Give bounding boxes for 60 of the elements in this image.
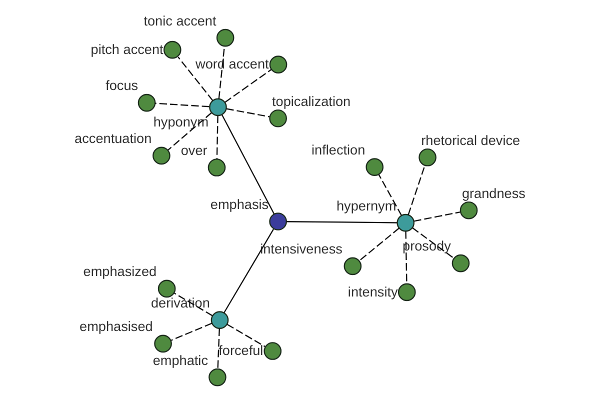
node-label: word accent [196, 56, 269, 72]
connector [224, 68, 272, 103]
node-label: emphatic [152, 352, 208, 368]
node-label: rhetorical device [421, 132, 520, 148]
node-circle [269, 212, 287, 230]
node-label: emphasized [83, 264, 157, 280]
node-label: accentuation [74, 131, 152, 146]
node-label: pitch accent [90, 42, 164, 57]
connector [167, 112, 212, 151]
node-circle [269, 56, 288, 74]
node-circle [210, 311, 229, 329]
node-label: intensity [348, 284, 398, 300]
node-circle [208, 158, 226, 176]
node-label: intensiveness [260, 242, 342, 257]
node-label: derivation [150, 296, 210, 311]
connector [221, 114, 275, 214]
node-label: over [180, 142, 208, 158]
node-circle [398, 283, 416, 302]
connector [217, 328, 220, 369]
node-circle [209, 98, 227, 116]
connector [226, 108, 270, 118]
node-circle [154, 334, 172, 353]
node-circle [158, 280, 176, 298]
node-circle [460, 201, 478, 220]
connector [224, 228, 274, 313]
connector [155, 102, 210, 108]
connector [174, 292, 213, 316]
node-label: focus [106, 78, 138, 94]
node-circle [269, 109, 287, 128]
connector [414, 211, 460, 222]
node-label: forceful [218, 343, 264, 358]
connector [286, 220, 398, 224]
node-label: hyponym [153, 114, 209, 130]
node-label: emphasised [80, 319, 153, 334]
connector [218, 46, 226, 99]
connector [358, 228, 400, 262]
connector [408, 165, 426, 215]
node-label: grandness [462, 186, 526, 201]
node-circle [138, 94, 156, 112]
node-circle [344, 257, 362, 276]
node-label: emphasis [210, 196, 269, 212]
node-label: tonic accent [144, 13, 216, 28]
node-circle [163, 40, 182, 59]
connector [378, 174, 402, 216]
connector [226, 324, 266, 348]
node-circle [452, 254, 470, 272]
connector [171, 322, 212, 341]
connector [178, 56, 214, 101]
node-circle [264, 342, 282, 360]
node-label: hypernym [336, 198, 396, 214]
node-circle [208, 368, 226, 386]
node-circle [366, 158, 384, 176]
node-circle [418, 148, 436, 166]
connector [405, 231, 408, 284]
connector [216, 116, 218, 159]
node-circle [216, 28, 234, 47]
node-label: topicalization [272, 94, 351, 109]
node-circle [396, 214, 415, 232]
node-circle [152, 146, 170, 165]
node-label: inflection [312, 142, 366, 158]
